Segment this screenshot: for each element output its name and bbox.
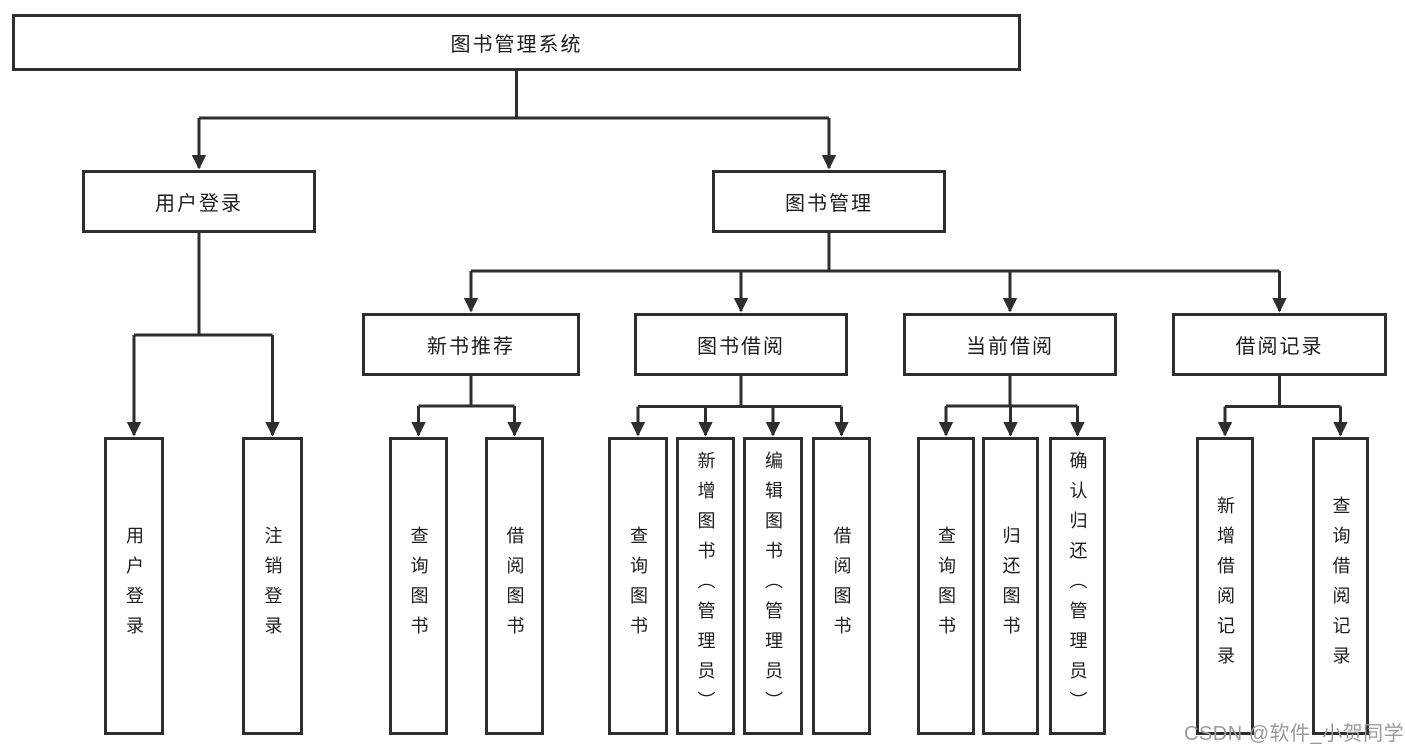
node-leaf-query-books-1: 查询图书 [389, 437, 448, 735]
node-leaf-confirm-return-admin: 确认归还（管理员） [1049, 437, 1106, 735]
node-borrowing-records: 借阅记录 [1172, 313, 1387, 376]
node-leaf-query-books-3-label: 查询图书 [936, 526, 956, 646]
node-root-label: 图书管理系统 [450, 34, 583, 56]
node-leaf-query-books-2-label: 查询图书 [628, 526, 648, 646]
node-book-borrowing-label: 图书借阅 [697, 336, 785, 358]
node-leaf-borrow-books-1: 借阅图书 [485, 437, 544, 735]
node-leaf-query-books-2: 查询图书 [608, 437, 668, 735]
node-leaf-query-borrow-record: 查询借阅记录 [1312, 437, 1369, 735]
node-leaf-borrow-books-1-label: 借阅图书 [504, 526, 525, 646]
node-book-management: 图书管理 [712, 170, 946, 233]
node-current-borrowing: 当前借阅 [903, 313, 1117, 376]
watermark: CSDN @软件_小贺同学 [1184, 723, 1405, 745]
node-leaf-add-book-admin-label: 新增图书（管理员） [695, 451, 716, 721]
node-book-borrowing: 图书借阅 [634, 313, 848, 376]
node-leaf-confirm-return-admin-label: 确认归还（管理员） [1067, 451, 1088, 721]
node-leaf-edit-book-admin-label: 编辑图书（管理员） [763, 451, 783, 721]
node-leaf-edit-book-admin: 编辑图书（管理员） [743, 437, 803, 735]
node-current-borrowing-label: 当前借阅 [966, 336, 1054, 358]
node-leaf-return-books-label: 归还图书 [1000, 526, 1021, 646]
node-book-management-label: 图书管理 [785, 193, 873, 215]
node-leaf-query-books-1-label: 查询图书 [408, 526, 429, 646]
node-leaf-borrow-books-2: 借阅图书 [812, 437, 871, 735]
node-leaf-add-borrow-record-label: 新增借阅记录 [1215, 496, 1235, 676]
node-leaf-query-books-3: 查询图书 [917, 437, 975, 735]
node-user-login: 用户登录 [82, 170, 316, 233]
node-leaf-add-borrow-record: 新增借阅记录 [1196, 437, 1254, 735]
node-new-book-recommend: 新书推荐 [362, 313, 580, 376]
node-leaf-return-books: 归还图书 [982, 437, 1039, 735]
node-leaf-query-borrow-record-label: 查询借阅记录 [1330, 496, 1351, 676]
node-leaf-logout: 注销登录 [242, 437, 303, 735]
node-leaf-add-book-admin: 新增图书（管理员） [676, 437, 735, 735]
node-user-login-label: 用户登录 [155, 193, 243, 215]
node-leaf-logout-label: 注销登录 [262, 526, 283, 646]
node-leaf-borrow-books-2-label: 借阅图书 [831, 526, 852, 646]
node-leaf-user-login: 用户登录 [104, 437, 164, 735]
node-borrowing-records-label: 借阅记录 [1235, 336, 1324, 358]
node-leaf-user-login-label: 用户登录 [124, 526, 144, 646]
node-root: 图书管理系统 [12, 14, 1021, 71]
node-new-book-recommend-label: 新书推荐 [427, 336, 515, 358]
